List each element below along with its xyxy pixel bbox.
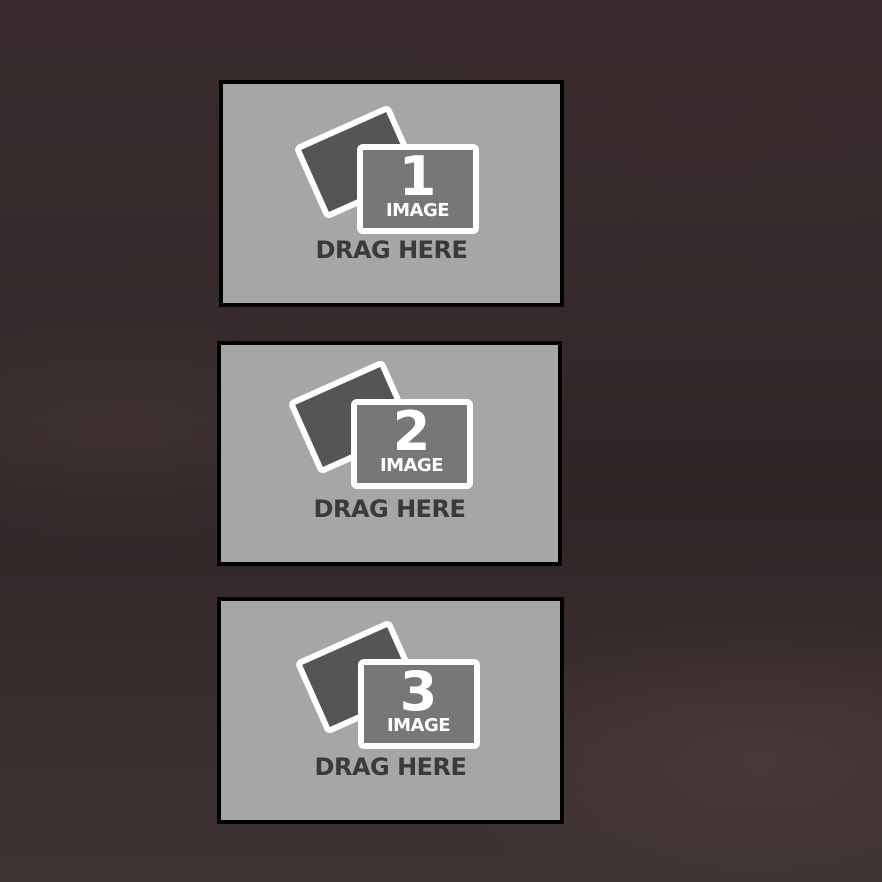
slot-number: 2 — [392, 400, 431, 463]
image-label: IMAGE — [379, 455, 444, 476]
images-icon: 2 IMAGE — [286, 355, 481, 495]
image-drop-zone-2[interactable]: 2 IMAGE DRAG HERE — [217, 341, 562, 566]
slot-number: 3 — [399, 660, 438, 723]
image-label: IMAGE — [385, 200, 450, 221]
images-icon: 1 IMAGE — [292, 100, 487, 240]
images-icon: 3 IMAGE — [293, 615, 488, 755]
image-label: IMAGE — [386, 715, 451, 736]
front-photo-icon: 1 IMAGE — [356, 144, 479, 234]
drag-here-label: DRAG HERE — [313, 495, 466, 523]
slot-number: 1 — [398, 145, 437, 208]
front-photo-icon: 3 IMAGE — [357, 659, 480, 749]
drag-here-label: DRAG HERE — [315, 236, 468, 264]
front-photo-icon: 2 IMAGE — [350, 399, 473, 489]
image-drop-zone-1[interactable]: 1 IMAGE DRAG HERE — [219, 80, 564, 307]
image-drop-zone-3[interactable]: 3 IMAGE DRAG HERE — [217, 597, 564, 824]
drag-here-label: DRAG HERE — [314, 753, 467, 781]
